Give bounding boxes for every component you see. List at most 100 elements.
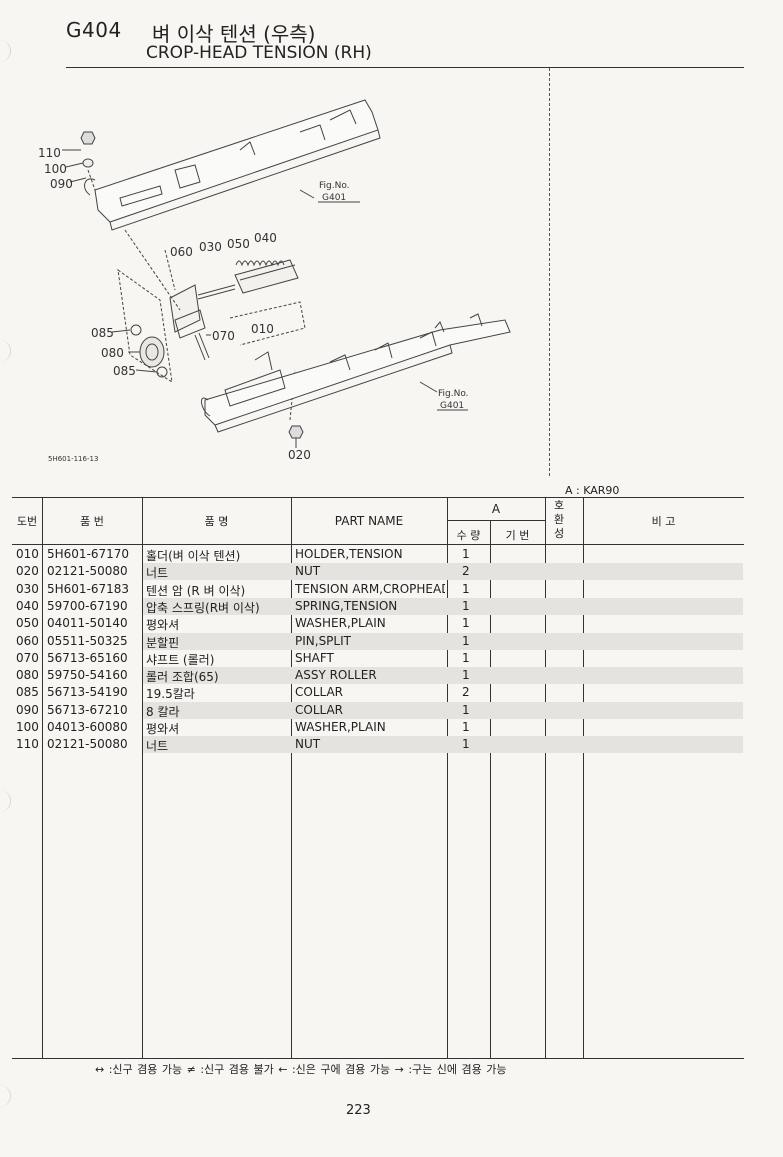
cell-qty: 2 bbox=[462, 685, 470, 700]
header-name-ko: 품 명 bbox=[204, 515, 229, 528]
callout-label: 020 bbox=[288, 448, 311, 462]
cell-part: 02121-50080 bbox=[47, 737, 128, 752]
header-qty: 수 량 bbox=[456, 529, 481, 542]
row-shading bbox=[143, 701, 743, 719]
callout-label: 085 bbox=[113, 364, 136, 378]
cell-qty: 2 bbox=[462, 564, 470, 579]
callout-label: 030 bbox=[199, 240, 222, 254]
cell-ko: 너트 bbox=[146, 566, 169, 581]
cell-no: 020 bbox=[16, 564, 39, 579]
cell-en: COLLAR bbox=[295, 702, 344, 717]
cell-ko: 평와셔 bbox=[146, 618, 180, 633]
exploded-view-illustration: 110 100 090 060 030 050 040 085 080 085 … bbox=[38, 99, 511, 463]
cell-part: 56713-67210 bbox=[47, 702, 128, 717]
binder-hole bbox=[0, 790, 11, 812]
table-rule bbox=[12, 497, 744, 498]
cell-ko: 텐션 암 (R 벼 이삭) bbox=[146, 583, 246, 598]
table-rule bbox=[447, 497, 448, 1058]
cell-no: 080 bbox=[16, 668, 39, 683]
callout-label: 110 bbox=[38, 146, 61, 160]
cell-en: WASHER,PLAIN bbox=[295, 616, 386, 631]
cell-no: 090 bbox=[16, 702, 39, 717]
table-row: 085 56713-54190 19.5칼라 COLLAR 2 bbox=[12, 684, 744, 701]
cell-no: 040 bbox=[16, 598, 39, 613]
page-number: 223 bbox=[346, 1103, 371, 1118]
callout-label: 050 bbox=[227, 237, 250, 251]
cell-part: 59700-67190 bbox=[47, 598, 128, 613]
callout-label: 090 bbox=[50, 177, 73, 191]
binder-hole bbox=[0, 340, 11, 362]
section-title-en: CROP-HEAD TENSION (RH) bbox=[146, 43, 372, 63]
callout-label: 100 bbox=[44, 162, 67, 176]
cell-ko: 홀더(벼 이삭 텐션) bbox=[146, 549, 241, 563]
table-rule bbox=[447, 520, 545, 521]
cell-no: 070 bbox=[16, 650, 39, 665]
cell-en: NUT bbox=[295, 737, 321, 752]
cell-no: 050 bbox=[16, 616, 39, 631]
cell-no: 030 bbox=[16, 581, 39, 596]
header-base: 기 번 bbox=[505, 529, 530, 542]
header-rule bbox=[66, 67, 744, 68]
cell-part: 04013-60080 bbox=[47, 720, 128, 734]
cell-no: 010 bbox=[16, 547, 39, 561]
row-shading bbox=[143, 597, 743, 615]
fig-ref-label: G401 bbox=[440, 401, 464, 411]
callout-label: 085 bbox=[91, 326, 114, 340]
table-rule bbox=[291, 497, 292, 1058]
cell-en: HOLDER,TENSION bbox=[295, 547, 403, 561]
cell-part: 04011-50140 bbox=[47, 616, 128, 631]
cell-ko: 19.5칼라 bbox=[146, 687, 195, 702]
cell-no: 110 bbox=[16, 737, 39, 752]
cell-ko: 평와셔 bbox=[146, 722, 180, 736]
cell-qty: 1 bbox=[462, 720, 470, 734]
cell-qty: 1 bbox=[462, 581, 470, 596]
section-code: G404 bbox=[66, 18, 122, 42]
table-rule bbox=[12, 1058, 744, 1059]
table-rule bbox=[142, 497, 143, 1058]
header-remarks: 비 고 bbox=[651, 515, 676, 528]
cell-ko: 8 칼라 bbox=[146, 704, 180, 719]
table-rule bbox=[583, 497, 584, 1058]
cell-no: 085 bbox=[16, 685, 39, 700]
callout-label: 010 bbox=[251, 322, 274, 336]
cell-qty: 1 bbox=[462, 547, 470, 561]
model-applicability-note: A : KAR90 bbox=[565, 484, 620, 497]
binder-hole bbox=[0, 1085, 11, 1107]
cell-part: 02121-50080 bbox=[47, 564, 128, 579]
table-row: 010 5H601-67170 홀더(벼 이삭 텐션) HOLDER,TENSION 1 bbox=[12, 546, 744, 563]
table-rule bbox=[12, 544, 744, 545]
cell-part: 59750-54160 bbox=[47, 668, 128, 683]
cell-part: 56713-54190 bbox=[47, 685, 128, 700]
cell-en: SPRING,TENSION bbox=[295, 598, 398, 613]
cell-qty: 1 bbox=[462, 598, 470, 613]
cell-qty: 1 bbox=[462, 702, 470, 717]
header-group-a: A bbox=[491, 502, 501, 516]
cell-no: 060 bbox=[16, 633, 39, 648]
cell-part: 5H601-67183 bbox=[47, 581, 130, 596]
row-shading bbox=[143, 632, 743, 650]
cell-qty: 1 bbox=[462, 737, 470, 752]
section-title-ko: 벼 이삭 텐션 (우측) bbox=[152, 22, 316, 46]
header-no: 도번 bbox=[16, 515, 38, 528]
callout-label: 040 bbox=[254, 231, 277, 245]
cell-en: SHAFT bbox=[295, 650, 334, 665]
cell-part: 5H601-67170 bbox=[47, 547, 130, 561]
cell-en: NUT bbox=[295, 564, 321, 579]
binder-hole bbox=[0, 40, 11, 62]
callout-label: 060 bbox=[170, 245, 193, 259]
callout-label: 080 bbox=[101, 346, 124, 360]
cell-en: WASHER,PLAIN bbox=[295, 720, 386, 734]
cell-part: 56713-65160 bbox=[47, 650, 128, 665]
row-shading bbox=[143, 736, 743, 754]
cell-qty: 1 bbox=[462, 668, 470, 683]
cell-en: COLLAR bbox=[295, 685, 344, 700]
row-shading bbox=[143, 563, 743, 581]
